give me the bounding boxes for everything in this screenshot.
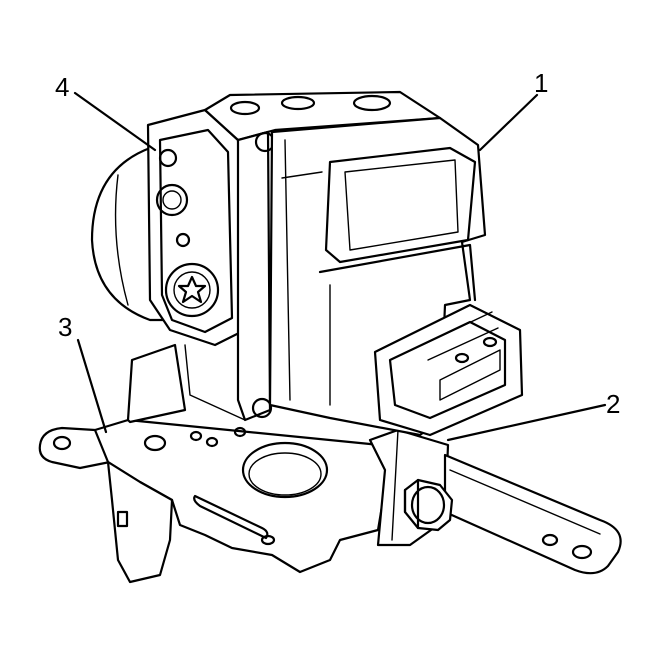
leader-line-1 — [478, 93, 539, 152]
leader-line-2 — [446, 403, 607, 442]
leader-line-3 — [76, 338, 108, 434]
leader-line-4 — [73, 91, 157, 152]
callout-labels: 1 2 3 4 — [55, 68, 620, 419]
modulator-motor — [90, 90, 442, 422]
leader-lines — [73, 91, 607, 442]
callout-4: 4 — [55, 72, 69, 102]
control-module — [268, 116, 524, 437]
side-arm — [403, 453, 622, 575]
callout-3: 3 — [58, 312, 72, 342]
callout-2: 2 — [606, 389, 620, 419]
callout-1: 1 — [534, 68, 548, 98]
